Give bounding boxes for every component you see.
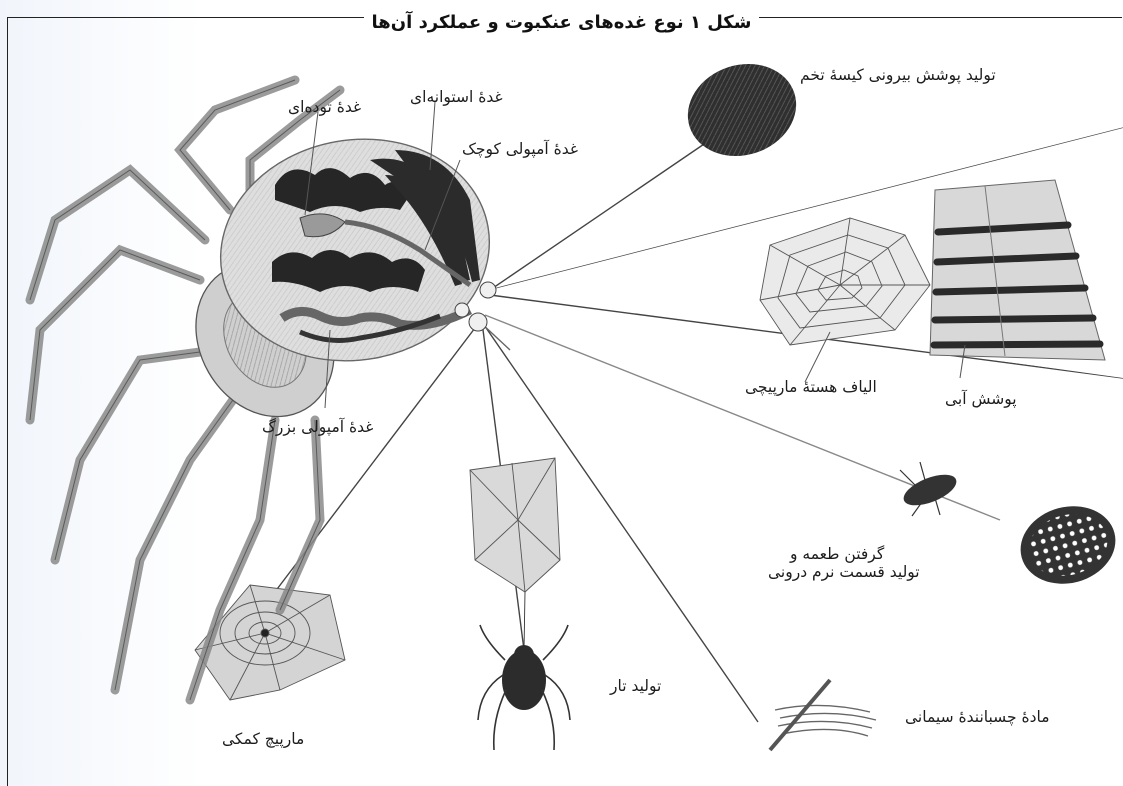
label-egg-sac-cover: تولید پوشش بیرونی کیسۀ تخم xyxy=(800,66,996,84)
egg-sac-icon xyxy=(676,50,808,170)
label-aggregate-gland: غدۀ توده‌ای xyxy=(288,98,361,116)
label-prey-wrap-line2: تولید قسمت نرم درونی xyxy=(768,563,920,581)
web-frame-icon xyxy=(470,458,560,650)
label-cement-adhesive: مادۀ چسبانندۀ سیمانی xyxy=(905,708,1050,726)
cement-adhesive-icon xyxy=(770,680,876,750)
label-spiral-core-fibers: الیاف هستۀ مارپیچی xyxy=(745,378,877,396)
prey-insect-icon xyxy=(900,462,961,516)
figure-title-text: شکل ۱ نوع غده‌های عنکبوت و عملکرد آن‌ها xyxy=(364,12,760,33)
label-prey-wrap-line1: گرفتن طعمه و xyxy=(790,545,884,563)
auxiliary-spiral-web-icon xyxy=(195,585,345,700)
label-cylindrical-gland: غدۀ استوانه‌ای xyxy=(410,88,503,106)
label-aqueous-coating: پوشش آبی xyxy=(945,390,1017,408)
label-web-production: تولید تار xyxy=(610,677,661,695)
label-minor-ampullate-gland: غدۀ آمپولی کوچک xyxy=(462,140,578,158)
label-major-ampullate-gland: غدۀ آمپولی بزرگ xyxy=(262,418,373,436)
wrapped-cocoon-icon xyxy=(1012,496,1123,594)
label-auxiliary-spiral: مارپیچ کمکی xyxy=(222,730,304,748)
figure-title: شکل ۱ نوع غده‌های عنکبوت و عملکرد آن‌ها xyxy=(0,12,1123,33)
